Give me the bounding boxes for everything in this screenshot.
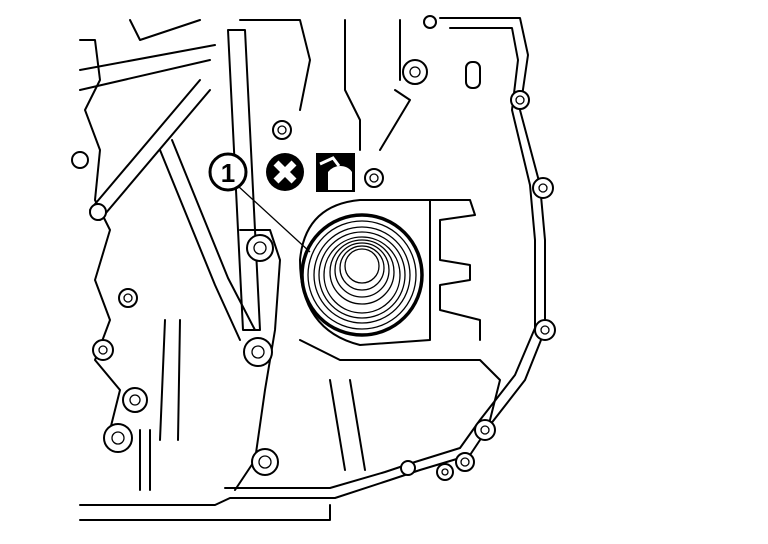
callout-number: 1	[221, 158, 235, 188]
case-outline	[79, 17, 546, 521]
callout-1: 1	[208, 152, 248, 192]
do-not-reuse-icon	[266, 153, 304, 191]
apply-fluid-icon	[316, 153, 355, 192]
oil-seal	[299, 199, 431, 346]
bolt-bosses	[71, 15, 556, 481]
callout-leader-line	[237, 185, 311, 253]
